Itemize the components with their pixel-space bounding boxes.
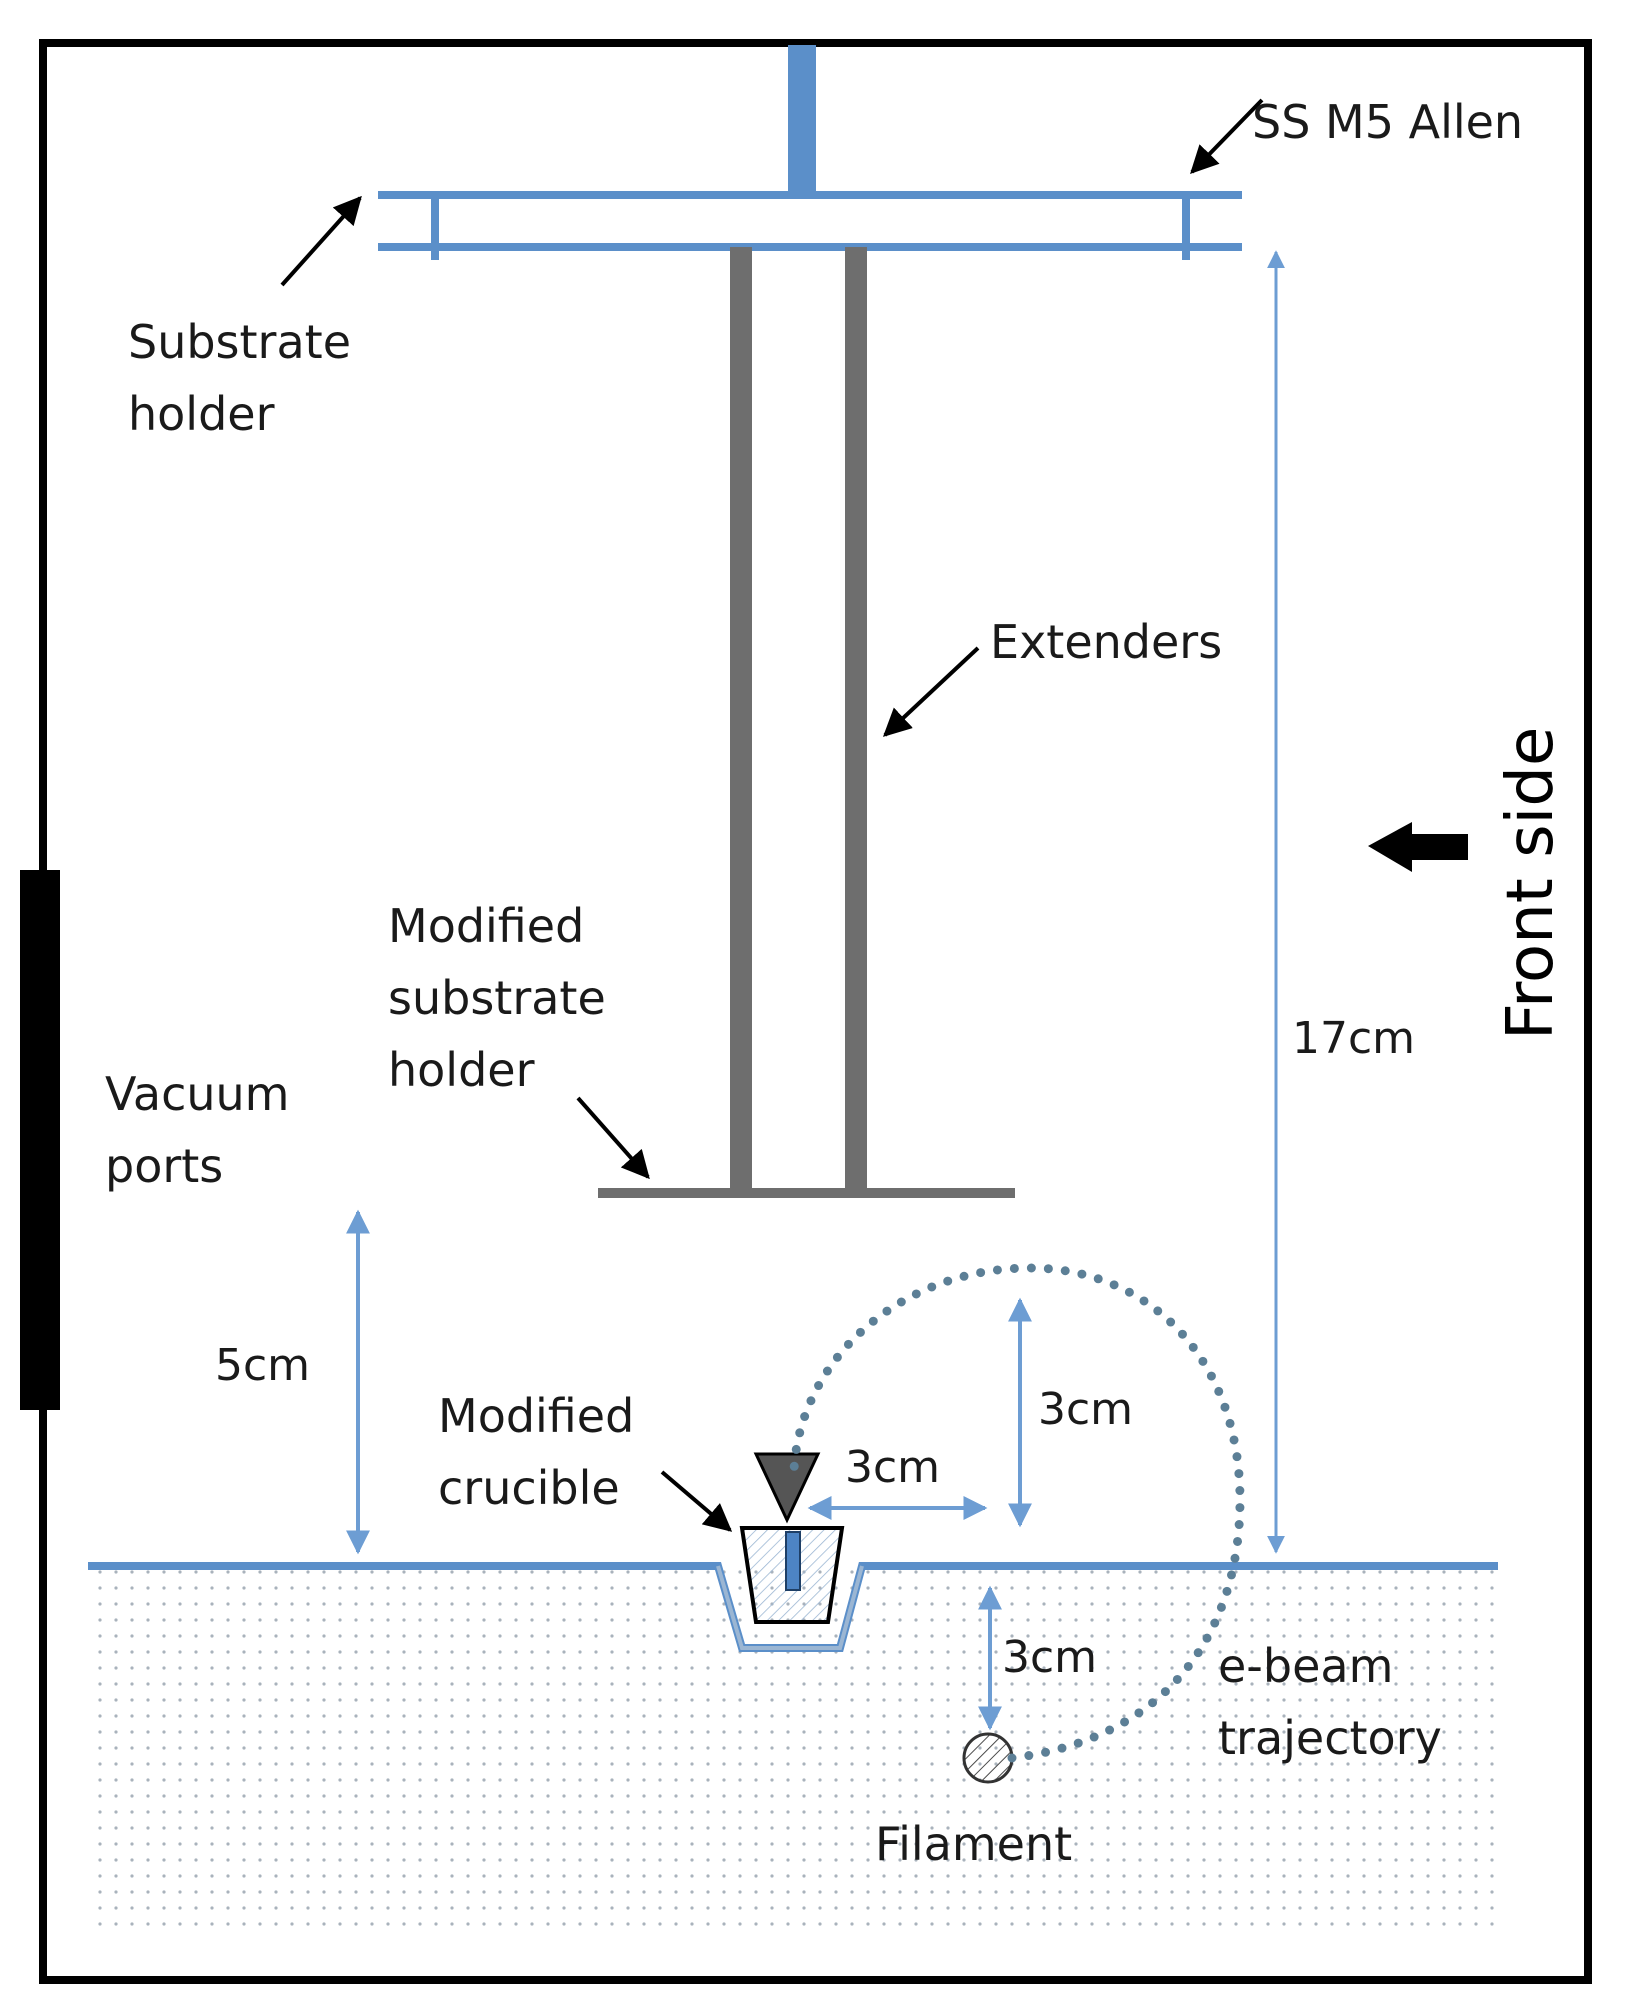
label-substrate-holder-line1: Substrate: [128, 315, 351, 369]
label-modified-substrate-line1: Modified: [388, 899, 584, 953]
dim-label-17cm: 17cm: [1292, 1013, 1415, 1064]
vacuum-port-bar: [20, 870, 60, 1410]
extender-right: [845, 247, 867, 1192]
label-ebeam-line2: trajectory: [1218, 1711, 1442, 1765]
dim-label-3cm-horizontal: 3cm: [845, 1442, 940, 1493]
crucible-well: [716, 1565, 864, 1650]
label-vacuum-ports-line2: ports: [105, 1139, 223, 1193]
label-ebeam-line1: e-beam: [1218, 1639, 1393, 1693]
label-vacuum-ports-line1: Vacuum: [105, 1067, 290, 1121]
label-ss-m5-allen: SS M5 Allen: [1252, 95, 1523, 149]
pointer-ss-m5-allen: [1190, 98, 1264, 175]
pointer-extenders: [882, 646, 980, 737]
extender-left: [730, 247, 752, 1192]
ebeam-trajectory: [789, 1263, 1245, 1763]
dim-label-5cm: 5cm: [215, 1340, 310, 1391]
label-filament: Filament: [875, 1817, 1072, 1871]
label-front-side: Front side: [1494, 727, 1568, 1040]
crucible-insert: [785, 1531, 801, 1591]
label-modified-substrate-line2: substrate: [388, 971, 606, 1025]
dim-label-3cm-vertical-lower: 3cm: [1002, 1632, 1097, 1683]
label-extenders: Extenders: [990, 615, 1222, 669]
label-modified-crucible-line2: crucible: [438, 1461, 620, 1515]
label-substrate-holder-line2: holder: [128, 387, 275, 441]
pointer-modified-crucible: [660, 1470, 733, 1532]
label-modified-crucible-line1: Modified: [438, 1389, 634, 1443]
pointer-substrate-holder: [280, 195, 362, 287]
filament: [962, 1732, 1014, 1784]
holder-rod: [788, 45, 816, 193]
floor-dotted-region: [90, 1568, 1500, 1930]
crucible-tip: [753, 1452, 821, 1524]
label-modified-substrate-line3: holder: [388, 1043, 535, 1097]
front-side-arrow-icon: [1368, 822, 1468, 872]
dim-label-3cm-vertical-upper: 3cm: [1038, 1384, 1133, 1435]
pointer-modified-substrate-holder: [576, 1096, 650, 1180]
